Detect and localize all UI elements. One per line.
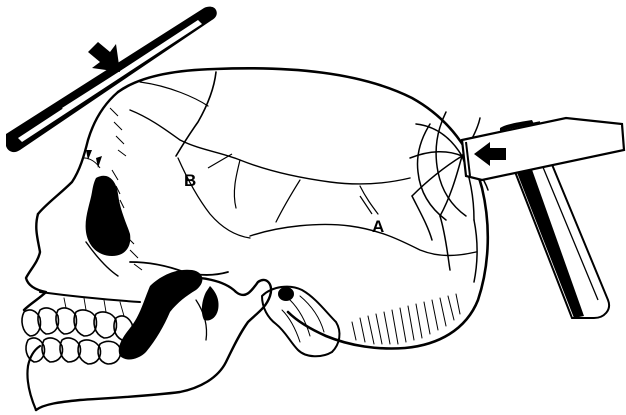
coronal-suture <box>176 72 216 156</box>
temporal-suture <box>250 224 476 255</box>
branch-fracture-1 <box>234 160 240 208</box>
upper-teeth <box>22 308 133 340</box>
sphenoid-line <box>178 158 250 238</box>
branch-fracture-2 <box>276 180 300 222</box>
lower-teeth <box>26 338 121 364</box>
chin-outline <box>27 346 40 410</box>
leader-line-b <box>208 154 232 168</box>
orbit-socket <box>86 176 131 256</box>
rod-object <box>6 7 217 152</box>
label-a: A <box>372 217 384 236</box>
ear-canal <box>278 287 294 301</box>
zygoma-shadow <box>119 270 203 360</box>
nose-profile <box>24 214 46 310</box>
parietal-crack <box>140 82 208 106</box>
label-b: B <box>184 171 196 190</box>
maxilla-line <box>40 292 140 302</box>
coronoid-shadow <box>202 286 219 321</box>
arrow-icon <box>88 42 120 72</box>
leader-line-a <box>360 196 372 214</box>
rod-highlight <box>18 20 202 142</box>
frontal-fracture-b <box>130 110 410 184</box>
